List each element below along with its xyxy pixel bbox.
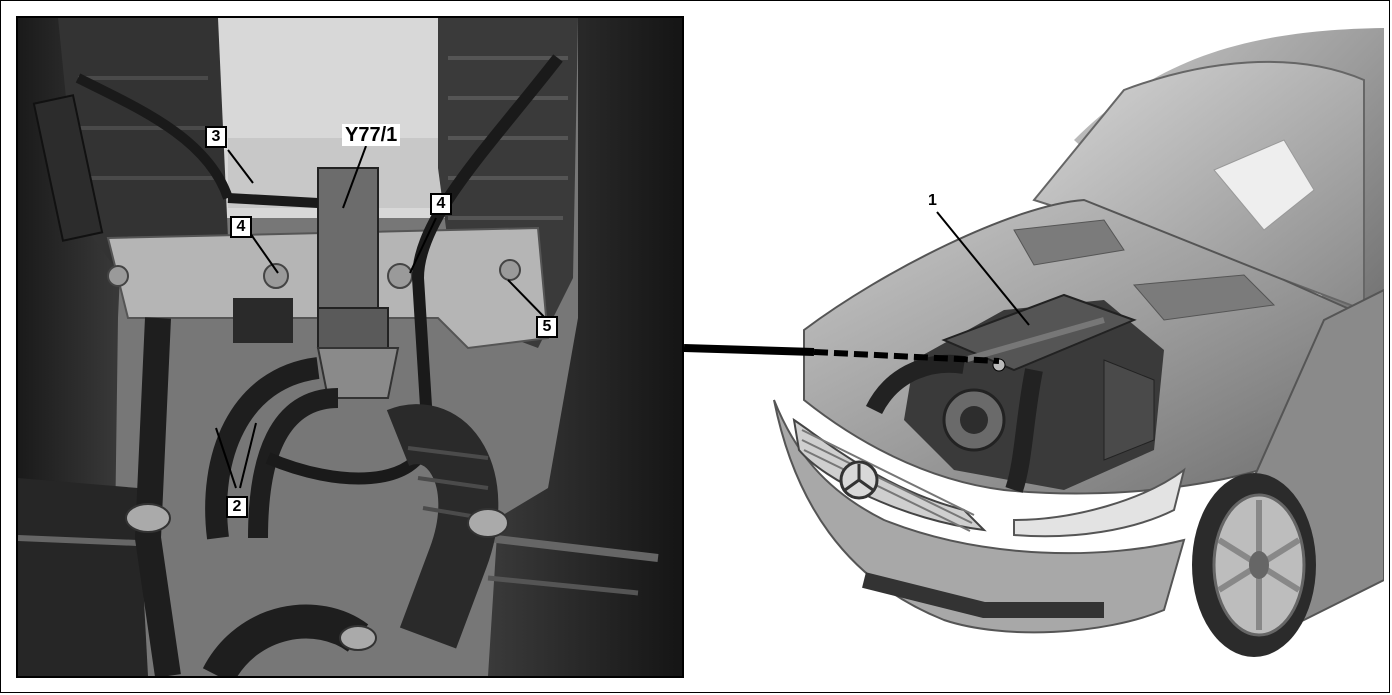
callout-y77-1: Y77/1 [342,124,401,146]
vehicle-illustration: 1 [684,20,1384,680]
callout-4-left: 4 [230,216,252,238]
engine-bay-photo: 3 Y77/1 4 4 5 2 [16,16,684,678]
callout-4-right: 4 [430,193,452,215]
detail-pointer-line [684,344,1000,364]
callout-1: 1 [928,192,937,209]
callout-5: 5 [536,316,558,338]
car-drawing [773,28,1384,657]
callout-2: 2 [226,496,248,518]
engine-bay-illustration [18,18,682,676]
callout-3: 3 [205,126,227,148]
